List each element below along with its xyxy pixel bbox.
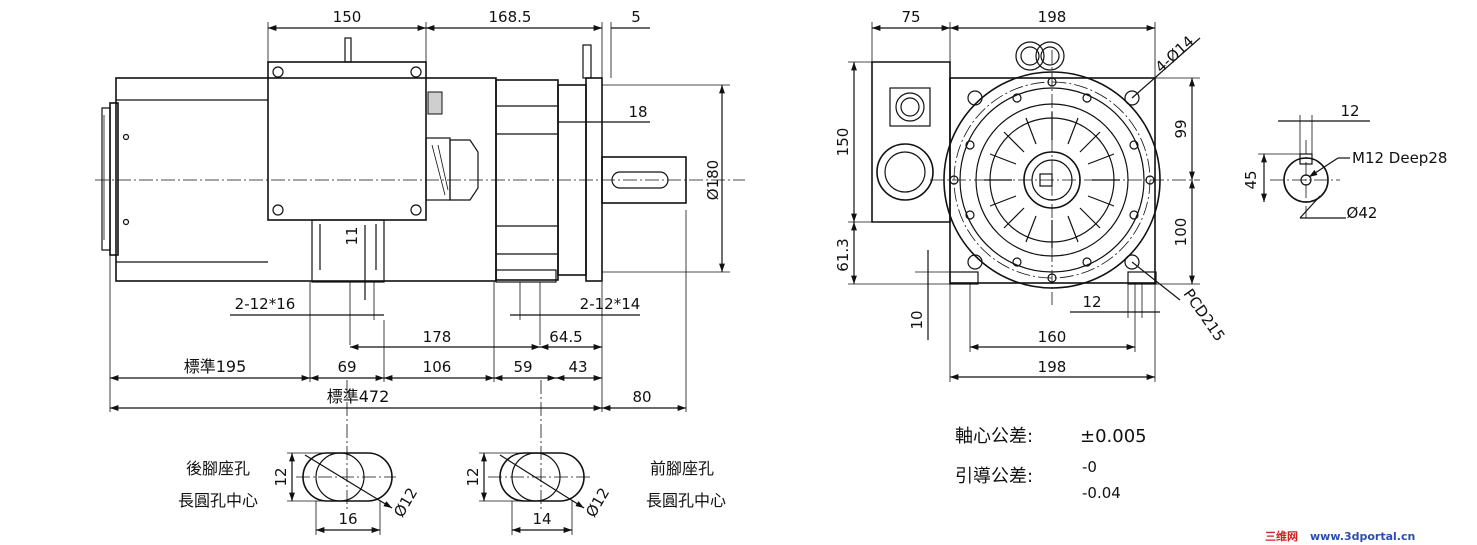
pilot-tolerance-label: 引導公差:	[955, 466, 1033, 487]
fv-dim-75: 75	[901, 8, 920, 26]
fv-dim-100: 100	[1172, 218, 1190, 247]
rear-dia12: Ø12	[390, 485, 421, 521]
dim-178: 178	[423, 328, 452, 346]
shaft-end-detail: 12 M12 Deep28 45 Ø42	[1242, 102, 1447, 222]
sd-thread: M12 Deep28	[1352, 149, 1447, 167]
side-view	[95, 37, 745, 283]
fv-holes: 4-Ø14	[1152, 32, 1198, 76]
front-view-dimensions: 75 198 4-Ø14 150 61.3 99 100 10 12 PCD21…	[834, 8, 1229, 382]
front-dia12: Ø12	[582, 485, 613, 521]
pilot-tolerance-upper: -0	[1082, 458, 1097, 476]
dim-59: 59	[513, 358, 532, 376]
hole-front-label: 2-12*14	[580, 295, 641, 313]
front-view	[871, 41, 1200, 305]
dim-80: 80	[632, 388, 651, 406]
rear-label-1: 後腳座孔	[186, 459, 250, 478]
front-dim-12: 12	[464, 467, 482, 486]
fv-dim-99: 99	[1172, 119, 1190, 138]
dim-106: 106	[423, 358, 452, 376]
fv-dim-198-bottom: 198	[1038, 358, 1067, 376]
dim-11: 11	[343, 226, 361, 245]
pilot-tolerance-lower: -0.04	[1082, 484, 1121, 502]
dim-5: 5	[631, 8, 641, 26]
front-dim-14: 14	[532, 510, 551, 528]
dim-150: 150	[333, 8, 362, 26]
rear-label-2: 長圓孔中心	[178, 491, 258, 510]
sd-dim-12: 12	[1340, 102, 1359, 120]
tolerance-notes: 軸心公差: ±0.005 引導公差: -0 -0.04	[955, 426, 1147, 502]
shaft	[601, 156, 687, 204]
rear-dim-12: 12	[272, 467, 290, 486]
rear-foot-hole-detail: 12 Ø12 16 後腳座孔 長圓孔中心	[178, 452, 421, 535]
front-label-1: 前腳座孔	[650, 459, 714, 478]
std-472: 標準472	[327, 387, 390, 406]
terminal-box	[267, 61, 427, 221]
fv-dim-10: 10	[908, 310, 926, 329]
dim-69: 69	[337, 358, 356, 376]
std-195: 標準195	[184, 357, 247, 376]
watermark: 三维网 www.3dportal.cn	[1265, 529, 1415, 543]
fv-dim-61-3: 61.3	[834, 238, 852, 271]
rear-dim-16: 16	[338, 510, 357, 528]
side-view-dimensions: 150 168.5 5 18 Ø180 11 2-12*16 2-12*14 1…	[109, 8, 730, 512]
sd-dia42: Ø42	[1347, 204, 1378, 222]
sd-dim-45: 45	[1242, 170, 1260, 189]
dim-18: 18	[628, 103, 647, 121]
fv-pcd: PCD215	[1180, 286, 1229, 345]
fv-dim-150: 150	[834, 128, 852, 157]
front-label-2: 長圓孔中心	[646, 491, 726, 510]
fv-dim-12: 12	[1082, 293, 1101, 311]
dim-168-5: 168.5	[489, 8, 532, 26]
shaft-tolerance-label: 軸心公差:	[955, 426, 1033, 447]
watermark-url: www.3dportal.cn	[1310, 530, 1415, 543]
watermark-brand: 三维网	[1265, 529, 1298, 543]
dim-dia180: Ø180	[704, 160, 722, 200]
shaft-tolerance-value: ±0.005	[1080, 426, 1147, 447]
front-foot-hole-detail: 12 Ø12 14 前腳座孔 長圓孔中心	[464, 452, 726, 535]
dim-64-5: 64.5	[549, 328, 582, 346]
dim-43: 43	[568, 358, 587, 376]
fv-dim-160: 160	[1038, 328, 1067, 346]
hole-rear-label: 2-12*16	[235, 295, 296, 313]
fv-dim-198-top: 198	[1038, 8, 1067, 26]
